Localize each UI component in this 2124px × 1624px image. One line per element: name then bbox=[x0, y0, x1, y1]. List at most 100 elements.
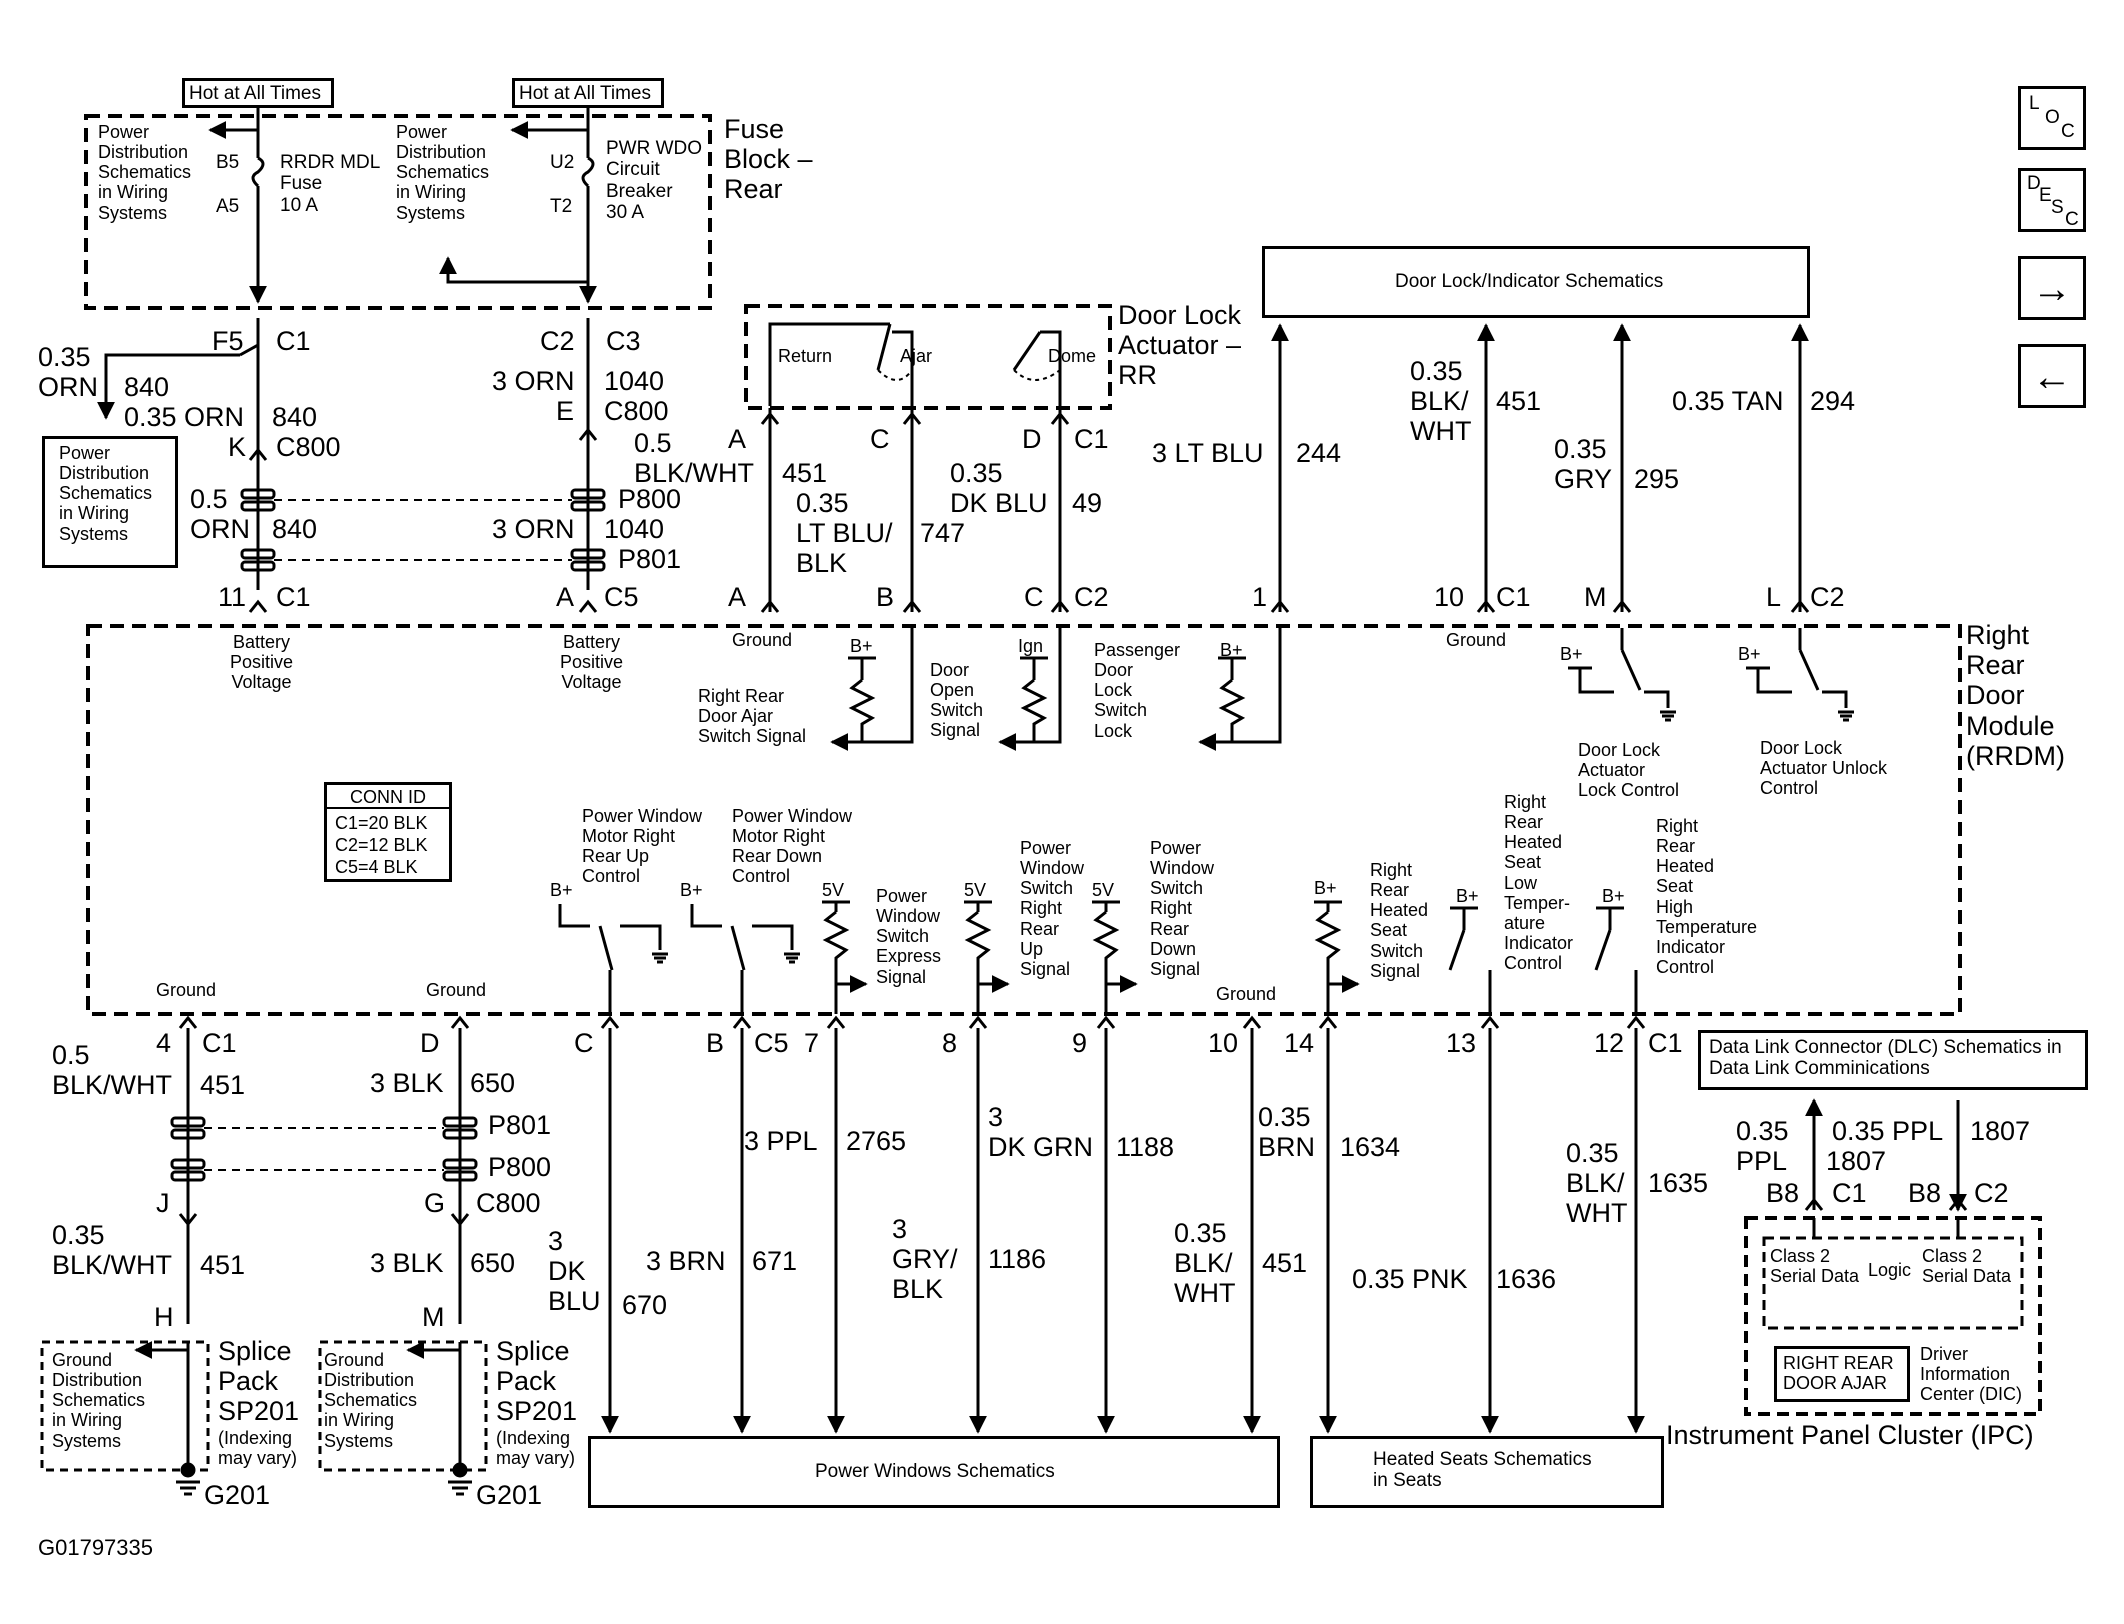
heated-seat-switch-signal: Right Rear Heated Seat Switch Signal bbox=[1370, 860, 1429, 981]
five-v-up: 5V bbox=[964, 880, 987, 900]
rrdm-pin-4: 4 bbox=[156, 1028, 172, 1058]
rrdm-pin-14: 14 bbox=[1284, 1028, 1315, 1058]
door-lock-indicator-schematics-box[interactable]: Door Lock/Indicator Schematics bbox=[1262, 246, 1810, 318]
conn-c800-b: C800 bbox=[604, 396, 669, 426]
wire-840-color-a: 0.35 ORN bbox=[38, 342, 98, 403]
rrdm-ground-3: Ground bbox=[156, 980, 217, 1000]
pds-ref-3: Power Distribution Schematics in Wiring … bbox=[59, 443, 153, 544]
wire-451-num-e: 451 bbox=[1262, 1248, 1308, 1278]
class2-serial-data-1: Class 2 Serial Data bbox=[1770, 1246, 1860, 1287]
rrdm-pin-l: L bbox=[1766, 582, 1782, 612]
wire-451-num-b: 451 bbox=[1496, 386, 1542, 416]
conn-c800-bottom: C800 bbox=[476, 1188, 541, 1218]
passenger-door-lock-switch: Passenger Door Lock Switch Lock bbox=[1094, 640, 1181, 741]
rrdm-pin-b-bottom: B bbox=[706, 1028, 725, 1058]
hot-label-2-text: Hot at All Times bbox=[519, 83, 651, 104]
rrdm-conn-c2-right: C2 bbox=[1810, 582, 1845, 612]
next-page-button[interactable]: → bbox=[2018, 256, 2086, 320]
wire-1807-num-b: 1807 bbox=[1970, 1116, 2031, 1146]
actuator-ajar: Ajar bbox=[900, 346, 933, 366]
dic-message-box: RIGHT REAR DOOR AJAR bbox=[1774, 1346, 1910, 1402]
location-button[interactable]: L O C bbox=[2018, 86, 2086, 150]
loc-c: C bbox=[2061, 121, 2075, 142]
splice-pack-1: Splice Pack SP201 bbox=[218, 1336, 300, 1427]
wire-671-color: 3 BRN bbox=[646, 1246, 726, 1276]
pin-m: M bbox=[422, 1302, 445, 1332]
dlc-schematics-box[interactable]: Data Link Connector (DLC) Schematics in … bbox=[1698, 1030, 2088, 1090]
conn-id-title: CONN ID bbox=[327, 787, 449, 810]
wire-1634-num: 1634 bbox=[1340, 1132, 1401, 1162]
pin-b5: B5 bbox=[216, 152, 240, 173]
rrdm-pin-8: 8 bbox=[942, 1028, 958, 1058]
conn-c1-b: C1 bbox=[276, 582, 311, 612]
ipc-title: Instrument Panel Cluster (IPC) bbox=[1666, 1420, 2034, 1450]
hot-label-1-text: Hot at All Times bbox=[189, 83, 321, 104]
door-ajar-switch-signal: Right Rear Door Ajar Switch Signal bbox=[698, 686, 807, 747]
wire-1040-num-b: 1040 bbox=[604, 514, 665, 544]
pds-ref-3-box: Power Distribution Schematics in Wiring … bbox=[42, 436, 178, 568]
splice-p801-bottom: P801 bbox=[488, 1110, 552, 1140]
rrdm-conn-c1-top: C1 bbox=[1496, 582, 1531, 612]
desc-c: C bbox=[2065, 209, 2079, 230]
rrdm-outline bbox=[86, 624, 1962, 1016]
rrdm-ground-2: Ground bbox=[1446, 630, 1507, 650]
actuator-pin-a: A bbox=[728, 424, 747, 454]
rrdm-pin-12: 12 bbox=[1594, 1028, 1625, 1058]
desc-s: S bbox=[2051, 197, 2064, 218]
rrdm-conn-c1-bottom-right: C1 bbox=[1648, 1028, 1683, 1058]
door-open-switch-signal: Door Open Switch Signal bbox=[930, 660, 984, 741]
battery-positive-voltage-2: Battery Positive Voltage bbox=[560, 632, 624, 693]
wire-1807-num-a: 1807 bbox=[1826, 1146, 1887, 1176]
wire-49-color: 0.35 DK BLU bbox=[950, 458, 1048, 519]
arrow-right-icon: → bbox=[2032, 267, 2072, 311]
description-button[interactable]: D E S C bbox=[2018, 168, 2086, 232]
conn-c1-top: C1 bbox=[276, 326, 311, 356]
ipc-conn-c2: C2 bbox=[1974, 1178, 2009, 1208]
gds-ref-1: Ground Distribution Schematics in Wiring… bbox=[52, 1350, 146, 1451]
pin-u2: U2 bbox=[550, 152, 575, 173]
previous-page-button[interactable]: ← bbox=[2018, 344, 2086, 408]
wire-1040-color-b: 3 ORN bbox=[492, 514, 575, 544]
rrdm-pin-10-bottom: 10 bbox=[1208, 1028, 1239, 1058]
wire-49-num: 49 bbox=[1072, 488, 1103, 518]
wire-451-num-c: 451 bbox=[200, 1070, 246, 1100]
rrdm-pin-b-c2: B bbox=[876, 582, 895, 612]
wire-451-color-b: 0.35 BLK/ WHT bbox=[1410, 356, 1472, 447]
conn-c3-top: C3 bbox=[606, 326, 641, 356]
fuse-rrdr-mdl: RRDR MDL Fuse 10 A bbox=[280, 152, 381, 216]
conn-id-box: CONN ID C1=20 BLK C2=12 BLK C5=4 BLK bbox=[324, 782, 452, 882]
loc-o: O bbox=[2045, 107, 2060, 128]
pin-e: E bbox=[556, 396, 575, 426]
splice-p800-top: P800 bbox=[618, 484, 682, 514]
pw-down-control: Power Window Motor Right Rear Down Contr… bbox=[732, 806, 853, 887]
heated-seat-low-indicator: Right Rear Heated Seat Low Temper- ature… bbox=[1504, 792, 1574, 974]
bplus-unlock: B+ bbox=[1738, 644, 1761, 664]
dic-label: Driver Information Center (DIC) bbox=[1920, 1344, 2023, 1405]
wire-1807-color-a: 0.35 PPL bbox=[1736, 1116, 1789, 1177]
five-v-down: 5V bbox=[1092, 880, 1115, 900]
wire-747-color: 0.35 LT BLU/ BLK bbox=[796, 488, 893, 579]
bplus-pw-up: B+ bbox=[550, 880, 573, 900]
pw-down-signal: Power Window Switch Right Rear Down Sign… bbox=[1150, 838, 1215, 979]
splice-p801-top: P801 bbox=[618, 544, 682, 574]
gds-ref-2: Ground Distribution Schematics in Wiring… bbox=[324, 1350, 418, 1451]
door-lock-indicator-title: Door Lock/Indicator Schematics bbox=[1395, 271, 1664, 292]
figure-id: G01797335 bbox=[38, 1535, 153, 1560]
rrdm-pin-c-bottom: C bbox=[574, 1028, 594, 1058]
conn-id-c1: C1=20 BLK bbox=[335, 813, 428, 833]
conn-c2-top: C2 bbox=[540, 326, 575, 356]
ipc-pin-b8-a: B8 bbox=[1766, 1178, 1800, 1208]
unlock-control-label: Door Lock Actuator Unlock Control bbox=[1760, 738, 1888, 799]
dlc-schematics-label: Data Link Connector (DLC) Schematics in … bbox=[1709, 1037, 2062, 1080]
rrdm-pin-9: 9 bbox=[1072, 1028, 1088, 1058]
dic-message: RIGHT REAR DOOR AJAR bbox=[1783, 1353, 1894, 1394]
wire-451-color-c: 0.5 BLK/WHT bbox=[52, 1040, 173, 1101]
rrdm-pin-c-c2: C bbox=[1024, 582, 1044, 612]
class2-serial-data-2: Class 2 Serial Data bbox=[1922, 1246, 2012, 1287]
wire-294-color: 0.35 TAN bbox=[1672, 386, 1784, 416]
heated-seats-schematics-box[interactable]: Heated Seats Schematics in Seats bbox=[1310, 1436, 1664, 1508]
wire-1636-color: 0.35 PNK bbox=[1352, 1264, 1468, 1294]
wire-244-num: 244 bbox=[1296, 438, 1342, 468]
power-windows-schematics-box[interactable]: Power Windows Schematics bbox=[588, 1436, 1280, 1508]
bplus-pw-down: B+ bbox=[680, 880, 703, 900]
